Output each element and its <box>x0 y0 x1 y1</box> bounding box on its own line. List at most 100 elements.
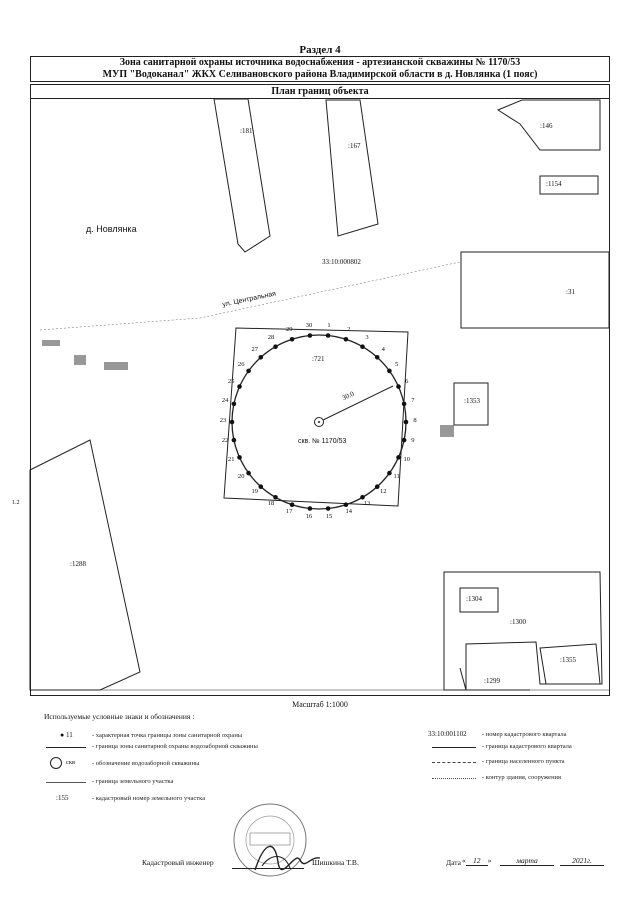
engineer-label: Кадастровый инженер <box>142 858 214 867</box>
legend-settlement-line <box>432 762 476 763</box>
legend-zone-line <box>46 747 86 748</box>
point-label-12: 12 <box>379 488 387 496</box>
date-month-field: марта <box>500 856 554 866</box>
point-label-1: 1 <box>327 321 331 329</box>
legend-left-1: - граница зоны санитарной охраны водозаб… <box>92 743 258 750</box>
boundary-point-11 <box>387 470 392 476</box>
point-label-10: 10 <box>403 456 410 463</box>
parcel-label-167: :167 <box>348 142 361 150</box>
point-label-19: 19 <box>251 488 259 496</box>
boundary-point-8 <box>403 419 409 425</box>
boundary-point-14 <box>343 502 349 508</box>
boundary-point-30 <box>307 333 313 338</box>
legend-left-4: - кадастровый номер земельного участка <box>92 795 206 802</box>
point-label-20: 20 <box>238 473 245 481</box>
parcel-label-31: :31 <box>566 288 575 296</box>
village-label: д. Новлянка <box>86 224 137 234</box>
boundary-point-18 <box>273 495 278 500</box>
point-label-24: 24 <box>221 397 229 404</box>
scale-label: Масштаб 1:1000 <box>292 700 348 709</box>
parcel-label-1355: :1355 <box>560 656 576 664</box>
legend-point-symbol: ● 11 <box>60 731 73 739</box>
legend-left-2: - обозначение водозаборной скважины <box>92 760 200 767</box>
point-label-15: 15 <box>325 512 333 520</box>
boundary-point-23 <box>229 419 235 425</box>
boundary-points <box>229 333 409 511</box>
boundary-point-25 <box>237 384 242 389</box>
boundary-point-16 <box>307 506 313 511</box>
point-label-3: 3 <box>365 333 369 341</box>
point-label-2: 2 <box>347 325 351 333</box>
point-label-13: 13 <box>363 500 371 508</box>
legend-parcel-line <box>46 782 86 783</box>
boundary-point-2 <box>343 337 349 342</box>
legend-well-icon <box>50 757 62 769</box>
boundary-point-27 <box>258 355 264 360</box>
point-label-26: 26 <box>238 360 245 368</box>
boundary-point-6 <box>396 384 401 389</box>
header-line-2: МУП "Водоканал" ЖКХ Селивановского район… <box>102 69 538 80</box>
point-label-25: 25 <box>228 378 235 385</box>
stamp-and-signature <box>233 803 321 877</box>
boundary-point-17 <box>289 502 295 508</box>
point-label-8: 8 <box>413 417 417 424</box>
date-day-field: «12» <box>462 856 492 866</box>
point-label-9: 9 <box>411 437 415 444</box>
parcel-146 <box>496 99 601 151</box>
boundary-point-4 <box>374 355 380 360</box>
legend-parcel-number: :155 <box>56 794 69 802</box>
point-label-22: 22 <box>221 437 229 444</box>
signature-line <box>232 868 304 869</box>
engineer-name: Шишкина Т.В. <box>312 858 359 867</box>
point-label-28: 28 <box>267 333 275 341</box>
point-label-30: 30 <box>305 321 313 329</box>
point-label-7: 7 <box>411 397 415 404</box>
legend-quarter-line <box>432 747 476 748</box>
well-label: скв. № 1170/53 <box>298 438 347 445</box>
legend-left-3: - граница земельного участка <box>92 778 174 785</box>
parcel-label-146: :146 <box>540 122 553 130</box>
parcel-label-1353: :1353 <box>464 397 480 405</box>
parcel-label-1154: :1154 <box>546 180 562 188</box>
parcel-31 <box>460 251 610 329</box>
boundary-point-28 <box>273 344 278 350</box>
boundary-point-22 <box>231 437 237 443</box>
point-label-17: 17 <box>286 508 293 516</box>
boundary-point-29 <box>289 337 295 342</box>
date-year-field: 2021г. <box>560 856 604 866</box>
date-month: марта <box>500 856 554 866</box>
point-label-29: 29 <box>286 325 293 333</box>
map-frame <box>30 98 610 696</box>
legend-quarter-symbol: 33:10:001102 <box>428 730 467 738</box>
legend-well-symbol: скв <box>66 759 76 766</box>
boundary-point-3 <box>360 344 365 350</box>
header-line-1: Зона санитарной охраны источника водосна… <box>119 57 521 68</box>
point-label-11: 11 <box>393 473 400 481</box>
boundary-point-12 <box>374 484 380 490</box>
point-label-27: 27 <box>251 345 259 353</box>
boundary-point-15 <box>325 506 331 511</box>
parcel-1353 <box>453 382 489 426</box>
date-label: Дата <box>446 858 461 867</box>
point-label-4: 4 <box>381 345 385 353</box>
side-mark: 1.2 <box>12 500 20 506</box>
boundary-point-24 <box>231 401 237 407</box>
parcel-label-1300: :1300 <box>510 618 526 626</box>
parcel-label-181: :181 <box>240 127 253 135</box>
header-table: Зона санитарной охраны источника водосна… <box>30 56 610 82</box>
parcel-721 <box>223 327 409 507</box>
legend-title: Используемые условные знаки и обозначени… <box>44 712 195 721</box>
parcel-label-1304: :1304 <box>466 595 482 603</box>
point-label-6: 6 <box>405 378 409 385</box>
point-label-21: 21 <box>228 456 235 463</box>
boundary-point-10 <box>396 455 401 460</box>
boundary-point-5 <box>387 368 392 374</box>
parcel-1300 <box>443 571 603 691</box>
point-label-23: 23 <box>219 417 227 424</box>
point-label-14: 14 <box>345 508 352 516</box>
parcel-1154 <box>539 175 599 195</box>
boundary-point-19 <box>258 484 264 490</box>
quarter-label: 33:10:000802 <box>322 258 361 266</box>
parcel-1288 <box>29 439 141 691</box>
